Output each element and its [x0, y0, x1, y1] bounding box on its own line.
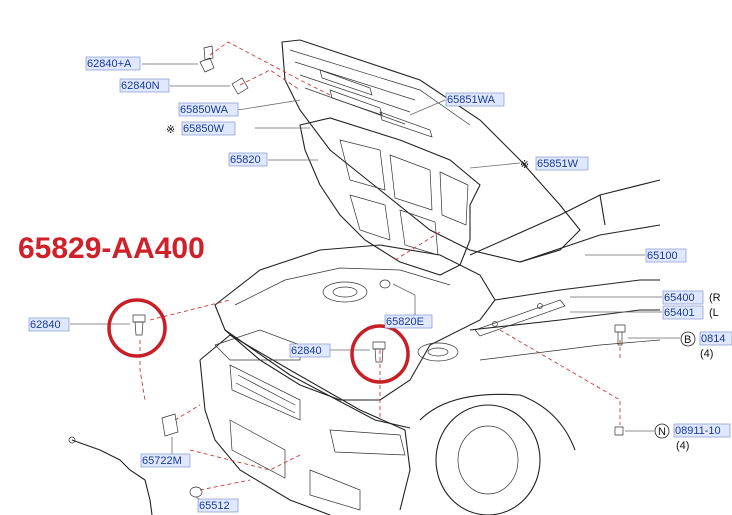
bolt-0814-glyph	[614, 324, 626, 346]
asterisk-65850W: ※	[166, 124, 175, 136]
label-65850W[interactable]: ※ 65850W	[166, 121, 236, 136]
label-65512-text: 65512	[199, 500, 230, 512]
label-08911-text: 08911-10	[675, 425, 721, 437]
rh-indicator: (R	[709, 292, 721, 304]
hood-outer-panel	[281, 39, 581, 263]
label-62840N[interactable]: 62840N	[119, 78, 170, 93]
clip-65722M-glyph	[161, 413, 179, 437]
label-65512[interactable]: 65512	[197, 498, 239, 513]
label-65850WA-text: 65850WA	[180, 104, 229, 116]
label-65100-text: 65100	[647, 250, 678, 262]
bolt-n-badge	[654, 423, 670, 439]
label-62840-left[interactable]: 62840	[28, 317, 70, 332]
bumper-rubber-62840N-glyph	[231, 77, 249, 95]
qty-0814: (4)	[700, 348, 713, 360]
label-65820[interactable]: 65820	[228, 152, 268, 167]
label-65722M-text: 65722M	[142, 455, 182, 467]
callout-part-number: 65829-AA400	[18, 232, 205, 265]
car-body	[199, 179, 661, 515]
label-65820-text: 65820	[230, 154, 261, 166]
asterisk-65851W: ※	[520, 159, 529, 171]
leader-lines	[70, 63, 680, 504]
reference-dashed-lines	[139, 41, 621, 491]
label-65851W[interactable]: ※ 65851W	[520, 156, 589, 171]
label-0814-text: 0814	[701, 333, 725, 345]
label-65401-text: 65401	[664, 307, 695, 319]
highlight-circle-left	[107, 298, 167, 358]
bumper-rubber-left-glyph	[132, 314, 146, 336]
label-65820E[interactable]: 65820E	[384, 314, 433, 329]
label-65722M[interactable]: 65722M	[140, 453, 191, 468]
hood-rod	[71, 439, 153, 515]
grommet-65512-glyph	[189, 486, 203, 498]
label-65400-text: 65400	[664, 292, 695, 304]
bumper-rubber-65820E-glyph	[379, 279, 391, 289]
bolt-08911-glyph	[614, 426, 624, 436]
bolt-b-badge	[680, 331, 696, 347]
label-65820E-text: 65820E	[386, 316, 424, 328]
label-62840A-text: 62840+A	[87, 58, 132, 70]
label-65400[interactable]: 65400 (R	[662, 290, 721, 305]
lh-indicator: (L	[709, 307, 719, 319]
qty-08911: (4)	[676, 440, 689, 452]
hood-inner-frame	[299, 117, 481, 276]
label-62840-mid-text: 62840	[291, 345, 322, 357]
label-62840-left-text: 62840	[30, 319, 61, 331]
bolt-b-letter: B	[684, 334, 691, 346]
label-0814[interactable]: B 0814 (4)	[680, 331, 732, 360]
label-65851WA-text: 65851WA	[447, 94, 496, 106]
bumper-rubber-mid-glyph	[372, 341, 386, 363]
label-62840-mid[interactable]: 62840	[289, 343, 331, 358]
bumper-rubber-62840A-glyph	[199, 45, 215, 73]
label-65850W-text: 65850W	[183, 123, 225, 135]
label-62840A[interactable]: 62840+A	[85, 56, 141, 71]
label-65851W-text: 65851W	[537, 158, 579, 170]
label-65851WA[interactable]: 65851WA	[445, 92, 505, 107]
label-08911[interactable]: N 08911-10 (4)	[654, 423, 731, 452]
bolt-n-letter: N	[658, 426, 666, 438]
highlight-circle-mid	[350, 324, 410, 384]
hood-stay	[474, 299, 566, 337]
label-65850WA[interactable]: 65850WA	[178, 102, 239, 117]
label-65401[interactable]: 65401 (L	[662, 305, 719, 320]
label-62840N-text: 62840N	[121, 80, 160, 92]
hood-rod-end	[68, 436, 76, 444]
label-65100[interactable]: 65100	[645, 248, 687, 263]
